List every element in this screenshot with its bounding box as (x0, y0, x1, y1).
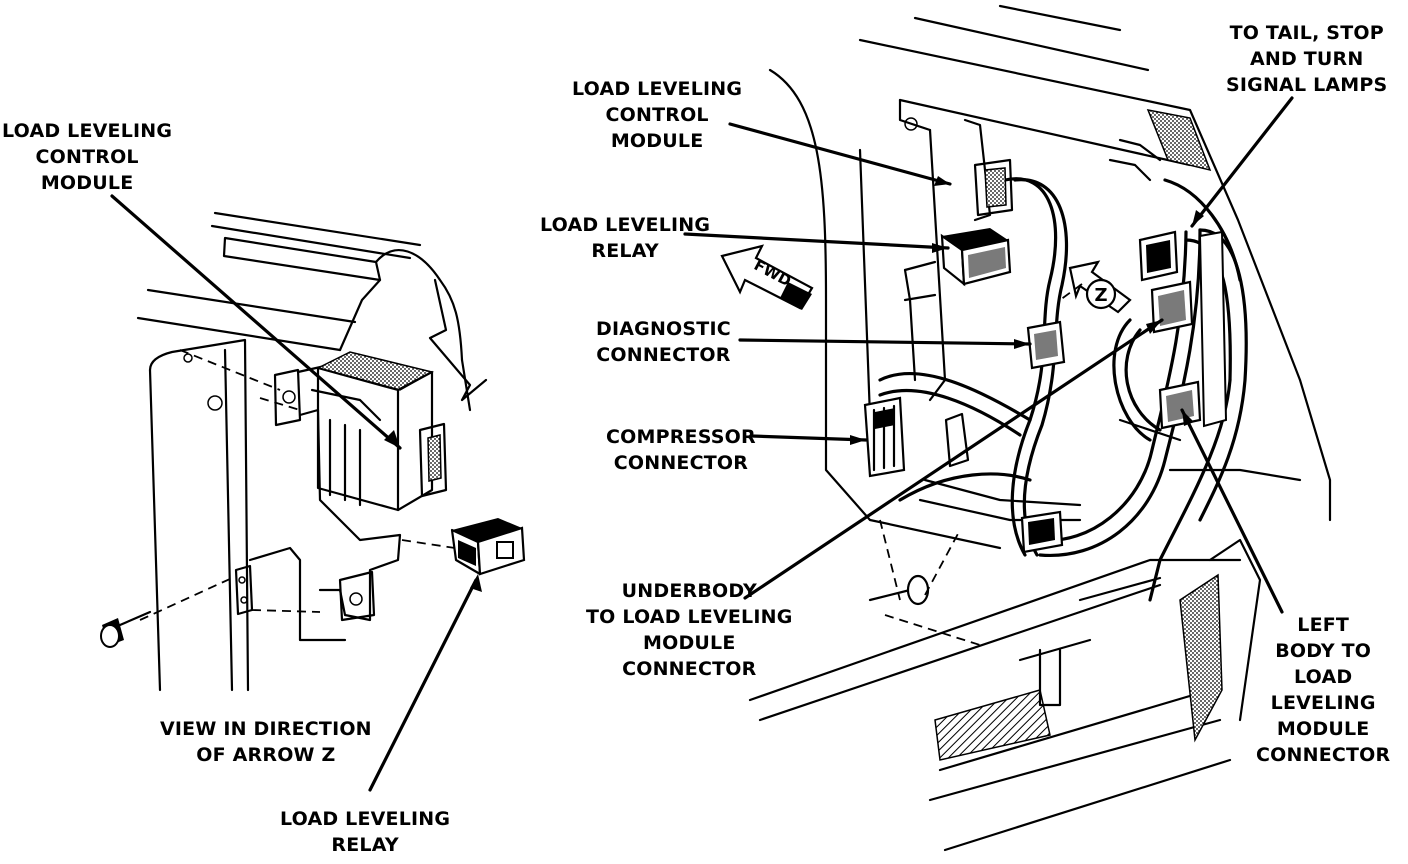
label-line: AND TURN (1249, 48, 1364, 70)
label-line: BODY TO (1275, 640, 1372, 662)
label-line: LOAD LEVELING (2, 120, 173, 142)
label-left-body-connector: LEFT BODY TO LOAD LEVELING MODULE CONNEC… (1256, 612, 1390, 768)
left-view-illustration (100, 194, 526, 792)
label-left-relay: LOAD LEVELING RELAY (280, 806, 450, 858)
label-line: CONNECTOR (613, 452, 749, 474)
label-line: UNDERBODY (621, 580, 757, 602)
label-line: VIEW IN DIRECTION (160, 718, 372, 740)
label-tail-stop-turn: TO TAIL, STOP AND TURN SIGNAL LAMPS (1226, 20, 1387, 98)
label-line: CONTROL (35, 146, 139, 168)
right-leader-lines (683, 96, 1294, 614)
label-left-control-module: LOAD LEVELING CONTROL MODULE (2, 118, 172, 196)
label-line: MODULE (610, 130, 704, 152)
label-right-relay: LOAD LEVELING RELAY (540, 212, 710, 264)
label-line: MODULE (40, 172, 134, 194)
right-view-illustration: FWD Z (720, 4, 1332, 852)
label-line: CONNECTOR (622, 658, 757, 680)
label-line: RELAY (331, 834, 399, 856)
label-compressor-connector: COMPRESSOR CONNECTOR (606, 424, 756, 476)
label-line: LOAD (1294, 666, 1353, 688)
arrow-z-icon: Z (1059, 260, 1132, 314)
label-view-direction: VIEW IN DIRECTION OF ARROW Z (160, 716, 372, 768)
fwd-arrow-icon: FWD (720, 244, 814, 310)
label-line: MODULE (1276, 718, 1370, 740)
label-line: MODULE (643, 632, 736, 654)
label-line: LEFT (1297, 614, 1350, 636)
label-line: LOAD LEVELING (280, 808, 451, 830)
label-line: RELAY (591, 240, 659, 262)
label-line: CONNECTOR (596, 344, 731, 366)
label-line: CONNECTOR (1256, 744, 1391, 766)
label-line: DIAGNOSTIC (596, 318, 731, 340)
z-text: Z (1094, 285, 1107, 306)
label-line: TO TAIL, STOP (1229, 22, 1384, 44)
left-relay-shape (450, 518, 526, 576)
label-line: COMPRESSOR (606, 426, 756, 448)
label-line: LEVELING (1270, 692, 1376, 714)
label-underbody-connector: UNDERBODY TO LOAD LEVELING MODULE CONNEC… (586, 578, 793, 682)
bolt-icon (100, 577, 233, 648)
label-line: SIGNAL LAMPS (1226, 74, 1388, 96)
label-line: CONTROL (605, 104, 709, 126)
label-line: TO LOAD LEVELING (586, 606, 793, 628)
label-line: OF ARROW Z (196, 744, 336, 766)
label-line: LOAD LEVELING (540, 214, 711, 236)
label-diagnostic-connector: DIAGNOSTIC CONNECTOR (596, 316, 731, 368)
label-right-control-module: LOAD LEVELING CONTROL MODULE (572, 76, 742, 154)
label-line: LOAD LEVELING (572, 78, 743, 100)
